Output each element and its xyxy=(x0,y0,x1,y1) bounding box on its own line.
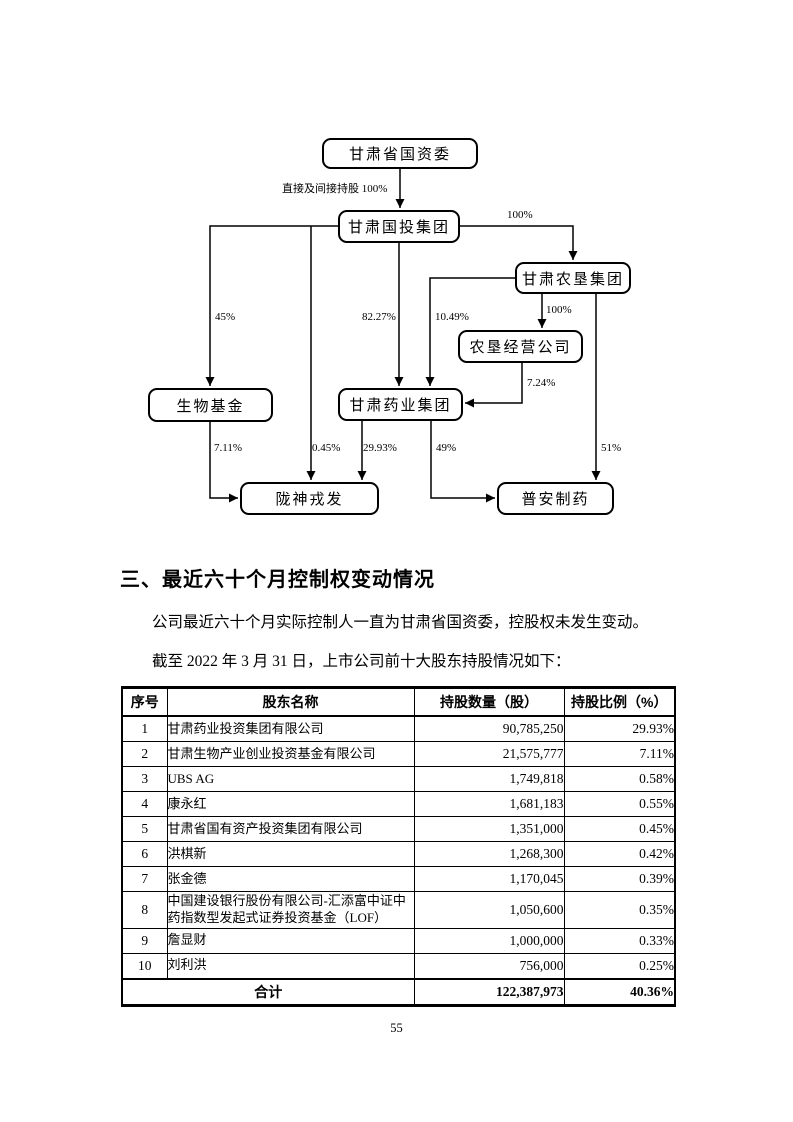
diagram-edge-lines xyxy=(205,169,601,503)
diagram-node-guotou-group: 甘肃国投集团 xyxy=(338,210,460,243)
diagram-node-puan-pharma: 普安制药 xyxy=(497,482,614,515)
cell-shareholder-name: 洪棋新 xyxy=(166,841,415,867)
table-row: 5 甘肃省国有资产投资集团有限公司 1,351,000 0.45% xyxy=(121,816,676,842)
cell-share-ratio: 0.55% xyxy=(563,791,676,817)
cell-shares-held: 1,000,000 xyxy=(413,927,565,954)
cell-total-shares: 122,387,973 xyxy=(413,977,565,1006)
cell-index: 10 xyxy=(121,952,168,980)
table-row: 6 洪棋新 1,268,300 0.42% xyxy=(121,841,676,867)
edge-label-7-24: 7.24% xyxy=(527,377,556,390)
section-heading: 三、最近六十个月控制权变动情况 xyxy=(120,569,435,591)
diagram-node-nongken-operating: 农垦经营公司 xyxy=(458,330,583,363)
cell-shareholder-name: 甘肃药业投资集团有限公司 xyxy=(166,715,415,742)
table-row: 8 中国建设银行股份有限公司-汇添富中证中药指数型发起式证券投资基金（LOF） … xyxy=(121,891,676,929)
edge-label-29-93: 29.93% xyxy=(363,442,397,455)
cell-share-ratio: 0.58% xyxy=(563,766,676,792)
cell-index: 5 xyxy=(121,816,168,842)
table-row: 7 张金德 1,170,045 0.39% xyxy=(121,866,676,892)
diagram-node-nongken-group: 甘肃农垦集团 xyxy=(515,262,631,294)
table-row: 3 UBS AG 1,749,818 0.58% xyxy=(121,766,676,792)
cell-shares-held: 1,050,600 xyxy=(413,891,565,929)
cell-shareholder-name: 甘肃省国有资产投资集团有限公司 xyxy=(166,816,415,842)
shareholders-table: 序号 股东名称 持股数量（股） 持股比例（%） 1 甘肃药业投资集团有限公司 9… xyxy=(121,686,676,1007)
edge-label-0-45: 0.45% xyxy=(312,442,341,455)
cell-index: 3 xyxy=(121,766,168,792)
edge-label-7-11: 7.11% xyxy=(214,442,243,455)
edge-label-direct-indirect-100: 直接及间接持股 100% xyxy=(282,183,388,196)
table-total-row: 合计 122,387,973 40.36% xyxy=(121,977,676,1006)
table-row: 9 詹显财 1,000,000 0.33% xyxy=(121,927,676,954)
cell-shareholder-name: 张金德 xyxy=(166,866,415,892)
cell-shareholder-name: 刘利洪 xyxy=(166,952,415,980)
cell-shareholder-name: 康永红 xyxy=(166,791,415,817)
cell-total-ratio: 40.36% xyxy=(563,977,676,1006)
cell-share-ratio: 0.33% xyxy=(563,927,676,954)
edge-label-100-operating: 100% xyxy=(546,304,572,317)
page-number: 55 xyxy=(390,1021,403,1035)
edge-label-45: 45% xyxy=(215,311,236,324)
cell-index: 1 xyxy=(121,715,168,742)
cell-shareholder-name: 甘肃生物产业创业投资基金有限公司 xyxy=(166,741,415,767)
edge-label-51: 51% xyxy=(601,442,622,455)
cell-shareholder-name: 中国建设银行股份有限公司-汇添富中证中药指数型发起式证券投资基金（LOF） xyxy=(166,891,415,929)
table-row: 1 甘肃药业投资集团有限公司 90,785,250 29.93% xyxy=(121,715,676,742)
edge-label-82-27: 82.27% xyxy=(362,311,396,324)
diagram-node-provincial-sasac: 甘肃省国资委 xyxy=(322,138,478,169)
table-row: 2 甘肃生物产业创业投资基金有限公司 21,575,777 7.11% xyxy=(121,741,676,767)
cell-share-ratio: 29.93% xyxy=(563,715,676,742)
cell-share-ratio: 0.35% xyxy=(563,891,676,929)
cell-share-ratio: 0.25% xyxy=(563,952,676,980)
cell-shares-held: 1,170,045 xyxy=(413,866,565,892)
cell-index: 7 xyxy=(121,866,168,892)
cell-shares-held: 1,749,818 xyxy=(413,766,565,792)
edge-label-10-49: 10.49% xyxy=(435,311,469,324)
table-row: 4 康永红 1,681,183 0.55% xyxy=(121,791,676,817)
cell-index: 9 xyxy=(121,927,168,954)
cell-index: 4 xyxy=(121,791,168,817)
cell-index: 2 xyxy=(121,741,168,767)
paragraph-control-change: 公司最近六十个月实际控制人一直为甘肃省国资委，控股权未发生变动。 xyxy=(152,614,649,631)
header-index: 序号 xyxy=(121,687,168,717)
paragraph-table-intro: 截至 2022 年 3 月 31 日，上市公司前十大股东持股情况如下： xyxy=(152,653,571,670)
cell-shares-held: 21,575,777 xyxy=(413,741,565,767)
diagram-node-pharma-group: 甘肃药业集团 xyxy=(338,388,463,421)
cell-index: 8 xyxy=(121,891,168,929)
cell-shares-held: 1,351,000 xyxy=(413,816,565,842)
cell-shares-held: 1,681,183 xyxy=(413,791,565,817)
edge-label-49: 49% xyxy=(436,442,457,455)
cell-shareholder-name: 詹显财 xyxy=(166,927,415,954)
cell-shareholder-name: UBS AG xyxy=(166,766,415,792)
cell-share-ratio: 0.39% xyxy=(563,866,676,892)
cell-index: 6 xyxy=(121,841,168,867)
cell-shares-held: 1,268,300 xyxy=(413,841,565,867)
diagram-node-bio-fund: 生物基金 xyxy=(148,388,273,422)
header-share-ratio: 持股比例（%） xyxy=(563,687,676,717)
cell-shares-held: 756,000 xyxy=(413,952,565,980)
header-shareholder-name: 股东名称 xyxy=(166,687,415,717)
ownership-structure-diagram: 甘肃省国资委 甘肃国投集团 甘肃农垦集团 农垦经营公司 生物基金 甘肃药业集团 … xyxy=(0,0,793,560)
cell-shares-held: 90,785,250 xyxy=(413,715,565,742)
edge-label-100-nongken: 100% xyxy=(507,209,533,222)
cell-share-ratio: 7.11% xyxy=(563,741,676,767)
cell-total-label: 合计 xyxy=(121,977,415,1006)
header-shares-held: 持股数量（股） xyxy=(413,687,565,717)
diagram-node-longshen-rongfa: 陇神戎发 xyxy=(240,482,379,515)
cell-share-ratio: 0.42% xyxy=(563,841,676,867)
cell-share-ratio: 0.45% xyxy=(563,816,676,842)
table-row: 10 刘利洪 756,000 0.25% xyxy=(121,952,676,980)
table-header-row: 序号 股东名称 持股数量（股） 持股比例（%） xyxy=(121,687,676,717)
